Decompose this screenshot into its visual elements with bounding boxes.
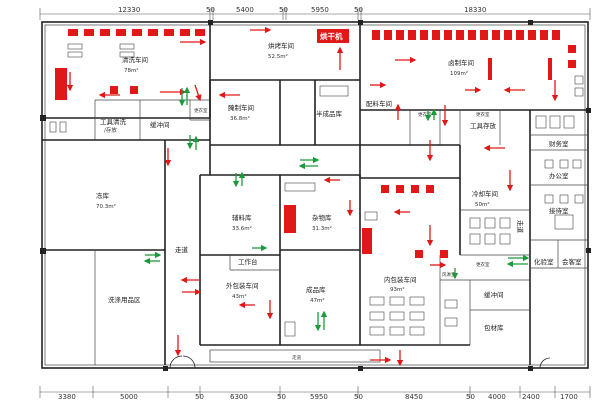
dim-bottom-2: 5000 bbox=[120, 393, 138, 400]
room-inner-pack-area: 93m² bbox=[390, 286, 405, 293]
room-office-name: 办公室 bbox=[549, 171, 569, 180]
room-meeting-name: 会客室 bbox=[562, 257, 582, 266]
room-tool-clean-sub: /存放 bbox=[104, 126, 117, 134]
green-flow-arrows bbox=[143, 86, 530, 332]
room-finished-name: 成品库 bbox=[306, 285, 326, 294]
room-buffer-right2-name: 缓冲间 bbox=[484, 290, 504, 299]
room-aux-area: 33.6m² bbox=[232, 225, 252, 232]
room-finance-name: 财务室 bbox=[549, 139, 569, 148]
room-packing-store-name: 包材库 bbox=[484, 323, 504, 332]
room-marinating-area: 109m² bbox=[450, 70, 468, 77]
room-cold-name: 冷却车间 bbox=[472, 189, 498, 198]
equipment-row-left bbox=[67, 29, 205, 58]
oven-device: 烘干机 bbox=[317, 29, 349, 43]
room-raw-name: 冻库 bbox=[96, 191, 110, 200]
room-cool-area: 36.8m² bbox=[230, 115, 250, 122]
room-raw-area: 70.3m² bbox=[96, 203, 116, 210]
room-marinating-name: 卤制车间 bbox=[448, 58, 474, 67]
room-change1-name: 更衣室 bbox=[194, 107, 208, 114]
dim-top-6: 50 bbox=[354, 6, 363, 14]
mid-devices bbox=[284, 182, 511, 337]
outer-walls bbox=[41, 21, 589, 369]
room-reception-name: 接待室 bbox=[549, 206, 569, 215]
dim-top-5: 5950 bbox=[311, 6, 329, 14]
red-flow-arrows bbox=[66, 26, 559, 367]
corridor-bottom-name: 走道 bbox=[292, 354, 301, 361]
room-inner-pack-name: 内包装车间 bbox=[384, 275, 417, 284]
dim-bottom-1: 3380 bbox=[58, 393, 76, 400]
dim-bottom-12: 1700 bbox=[560, 393, 578, 400]
corridor-right-name: 走道 bbox=[516, 220, 525, 234]
corridor-left-name: 走道 bbox=[175, 245, 189, 254]
interior-walls bbox=[42, 22, 588, 365]
dim-bottom-10: 4000 bbox=[488, 393, 506, 400]
room-change2-name: 更衣室 bbox=[418, 111, 432, 118]
dim-top-3: 5400 bbox=[236, 6, 254, 14]
room-outer-pack-name: 外包装车间 bbox=[226, 281, 259, 290]
room-cool-name: 腌制车间 bbox=[228, 103, 254, 112]
top-dimension-line: 12330 50 5400 50 5950 50 18330 bbox=[39, 6, 591, 20]
equipment-row-right bbox=[372, 30, 584, 97]
dim-bottom-4: 6300 bbox=[230, 393, 248, 400]
room-washroom-name: 洗涤用品区 bbox=[108, 295, 141, 304]
room-change3-name: 更衣室 bbox=[476, 111, 490, 118]
bottom-dimension-line: 3380 5000 50 6300 50 5950 50 8450 50 400… bbox=[39, 386, 591, 400]
room-aux-name: 辅料库 bbox=[232, 213, 252, 222]
room-mixing-name: 配料车间 bbox=[366, 99, 392, 108]
dim-top-2: 50 bbox=[206, 6, 215, 14]
room-misc-name: 杂物库 bbox=[312, 213, 332, 222]
room-labels: 清洗车间 78m² 烘烤车间 52.5m² 卤制车间 109m² 工具清洗 /存… bbox=[96, 41, 582, 361]
room-tool-store-name: 工具存放 bbox=[470, 121, 497, 130]
dim-bottom-8: 8450 bbox=[405, 393, 423, 400]
room-lab-name: 化验室 bbox=[534, 257, 554, 266]
entrance-doors bbox=[169, 355, 551, 369]
dim-bottom-9: 50 bbox=[466, 393, 475, 400]
dim-bottom-6: 5950 bbox=[310, 393, 328, 400]
dim-top-4: 50 bbox=[279, 6, 288, 14]
dim-bottom-11: 2400 bbox=[522, 393, 540, 400]
thaw-pool-device bbox=[55, 68, 67, 100]
room-misc-area: 31.3m² bbox=[312, 225, 332, 232]
room-work-table-name: 工作台 bbox=[238, 257, 258, 266]
room-cold-area: 50m² bbox=[475, 201, 490, 208]
room-buffer-right-name: 风淋室 bbox=[442, 271, 456, 278]
dim-top-7: 18330 bbox=[464, 6, 486, 14]
room-finished-area: 47m² bbox=[310, 297, 325, 304]
room-cleaning-area: 78m² bbox=[124, 67, 139, 74]
dim-top-1: 12330 bbox=[118, 6, 140, 14]
room-tool-clean-name: 工具清洗 bbox=[100, 117, 127, 126]
room-cleaning-name: 清洗车间 bbox=[122, 55, 148, 64]
oven-label: 烘干机 bbox=[320, 31, 343, 41]
room-roasting-area: 52.5m² bbox=[268, 53, 288, 60]
misc-fixtures bbox=[49, 85, 584, 230]
room-outer-pack-area: 43m² bbox=[232, 293, 247, 300]
room-roasting-name: 烘烤车间 bbox=[268, 41, 294, 50]
wall-columns bbox=[40, 20, 591, 371]
room-semi-name: 半成品库 bbox=[316, 109, 343, 118]
room-buffer-left-name: 缓冲间 bbox=[150, 120, 170, 129]
dim-bottom-5: 50 bbox=[277, 393, 286, 400]
dim-bottom-7: 50 bbox=[354, 393, 363, 400]
room-change4-name: 更衣室 bbox=[476, 261, 490, 268]
dim-bottom-3: 50 bbox=[195, 393, 204, 400]
